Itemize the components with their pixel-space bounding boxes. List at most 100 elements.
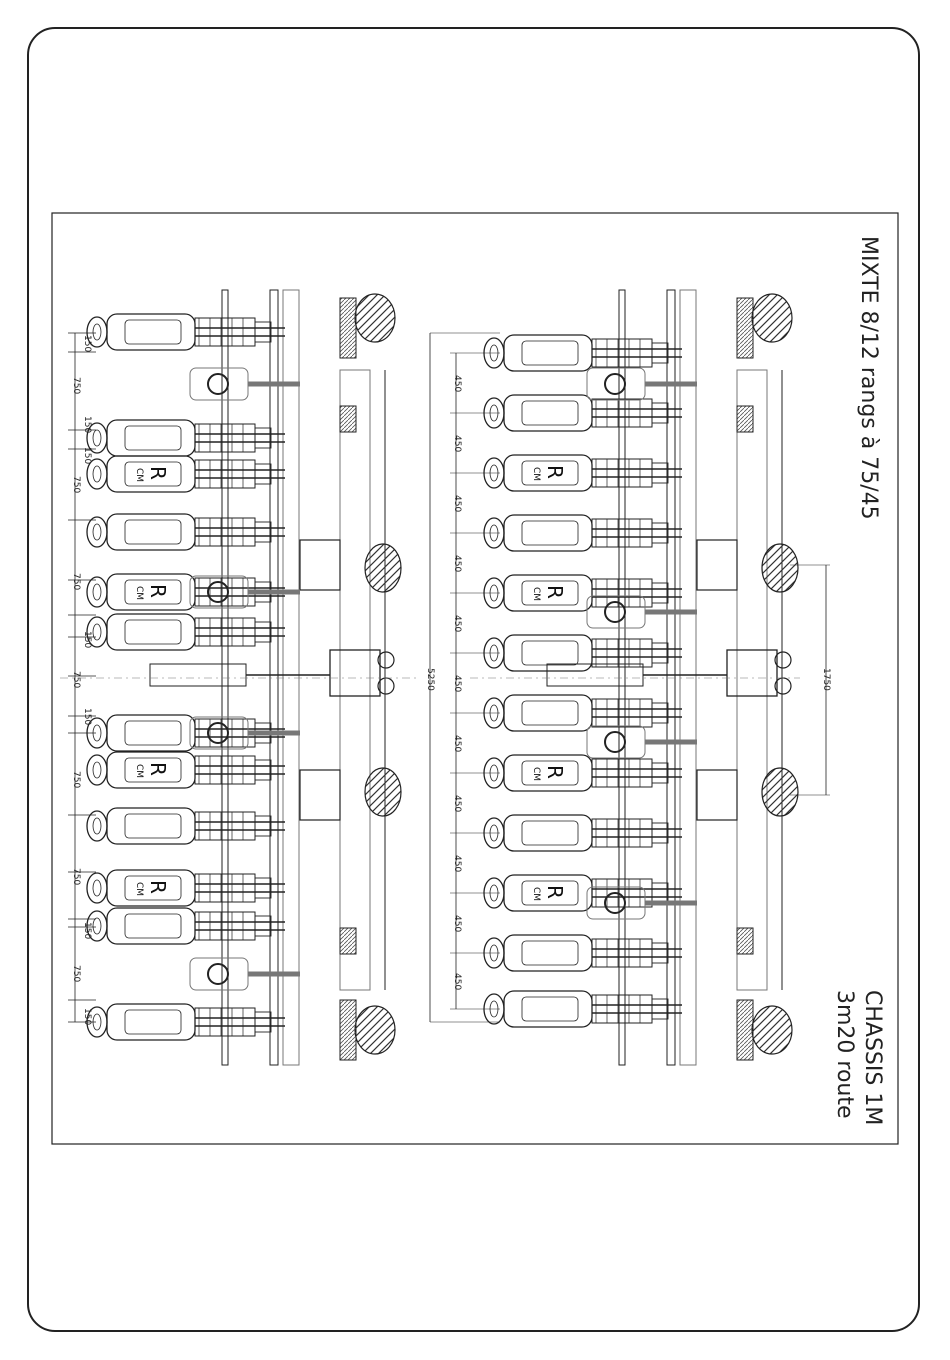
bracket — [652, 999, 668, 1019]
press-wheel-hub — [93, 524, 101, 540]
press-wheel-hub — [93, 880, 101, 896]
hatched-block — [737, 928, 753, 954]
unit-frame — [592, 699, 652, 727]
row-unit — [484, 515, 682, 551]
seed-hopper — [504, 395, 592, 431]
bracket — [652, 463, 668, 483]
gearbox — [697, 540, 737, 590]
bracket — [255, 916, 271, 936]
bracket — [652, 343, 668, 363]
bracket — [255, 878, 271, 898]
dim-label-750: 750 — [71, 868, 81, 885]
unit-frame — [592, 939, 652, 967]
r-mark: R — [146, 762, 170, 776]
hopper-lid — [125, 721, 181, 745]
seed-hopper — [107, 908, 195, 944]
cm-mark: CM — [134, 468, 144, 482]
hopper-lid — [125, 520, 181, 544]
row-unit — [484, 695, 682, 731]
hoe-wheel — [208, 582, 228, 602]
row-unit — [87, 808, 285, 844]
unit-frame — [592, 759, 652, 787]
seed-hopper — [504, 515, 592, 551]
main-frame — [680, 290, 696, 1065]
row-unit — [87, 908, 285, 944]
hopper-lid — [522, 701, 578, 725]
row-unit: RCM — [484, 455, 682, 491]
row-unit — [87, 614, 285, 650]
unit-frame — [592, 819, 652, 847]
row-unit: RCM — [87, 752, 285, 788]
seed-hopper — [107, 614, 195, 650]
transport-wheel — [365, 544, 401, 592]
drive-unit — [150, 664, 246, 686]
unit-frame — [195, 874, 255, 902]
row-unit: RCM — [87, 870, 285, 906]
press-wheel-hub — [93, 584, 101, 600]
unit-frame — [195, 318, 255, 346]
hoe-body — [190, 368, 248, 400]
row-unit — [484, 935, 682, 971]
hopper-lid — [522, 997, 578, 1021]
bracket — [255, 816, 271, 836]
r-mark: R — [146, 466, 170, 480]
row-unit — [87, 420, 285, 456]
dim-label-450: 450 — [452, 973, 462, 990]
toolbar-beam — [222, 290, 228, 1065]
unit-frame — [592, 519, 652, 547]
transport-wheel — [762, 544, 798, 592]
hopper-lid — [522, 941, 578, 965]
dim-label-750: 750 — [71, 377, 81, 394]
hopper-lid — [125, 320, 181, 344]
chassis-label-line2: 3m20 route — [832, 990, 857, 1119]
main-frame — [283, 290, 299, 1065]
cm-mark: CM — [531, 467, 541, 481]
seed-hopper — [504, 815, 592, 851]
bracket — [255, 322, 271, 342]
dim-label-450: 450 — [452, 915, 462, 932]
unit-frame — [195, 518, 255, 546]
seed-hopper — [107, 514, 195, 550]
cm-mark: CM — [531, 767, 541, 781]
press-wheel-hub — [93, 624, 101, 640]
press-wheel-hub — [93, 818, 101, 834]
unit-frame — [592, 879, 652, 907]
row-unit: RCM — [87, 456, 285, 492]
transport-wheel — [762, 768, 798, 816]
hitch-frame — [330, 650, 380, 696]
r-mark: R — [543, 765, 567, 779]
press-wheel-hub — [93, 430, 101, 446]
seed-hopper — [107, 314, 195, 350]
seed-hopper — [504, 935, 592, 971]
hopper-lid — [522, 641, 578, 665]
dim-label-750: 750 — [71, 573, 81, 590]
chassis-rail — [340, 370, 370, 990]
row-unit — [87, 514, 285, 550]
end-wheel — [355, 294, 395, 342]
unit-frame — [195, 460, 255, 488]
row-unit — [484, 335, 682, 371]
seed-hopper — [107, 1004, 195, 1040]
dim-label-450: 450 — [452, 555, 462, 572]
bracket — [652, 643, 668, 663]
gearbox — [697, 770, 737, 820]
hopper-lid — [125, 620, 181, 644]
unit-frame — [592, 339, 652, 367]
hoe-wheel — [605, 602, 625, 622]
row-unit: RCM — [484, 755, 682, 791]
hoe-wheel — [605, 374, 625, 394]
hoe-wheel — [208, 723, 228, 743]
bracket — [652, 403, 668, 423]
unit-frame — [592, 995, 652, 1023]
seed-hopper — [504, 991, 592, 1027]
bracket — [255, 622, 271, 642]
end-wheel — [355, 1006, 395, 1054]
unit-frame — [592, 399, 652, 427]
dim-label-750: 750 — [71, 476, 81, 493]
dim-label-450: 450 — [452, 735, 462, 752]
bracket — [255, 522, 271, 542]
dim-label-150: 150 — [82, 708, 92, 725]
hatched-block — [340, 406, 356, 432]
r-mark: R — [543, 885, 567, 899]
press-wheel — [87, 517, 107, 547]
